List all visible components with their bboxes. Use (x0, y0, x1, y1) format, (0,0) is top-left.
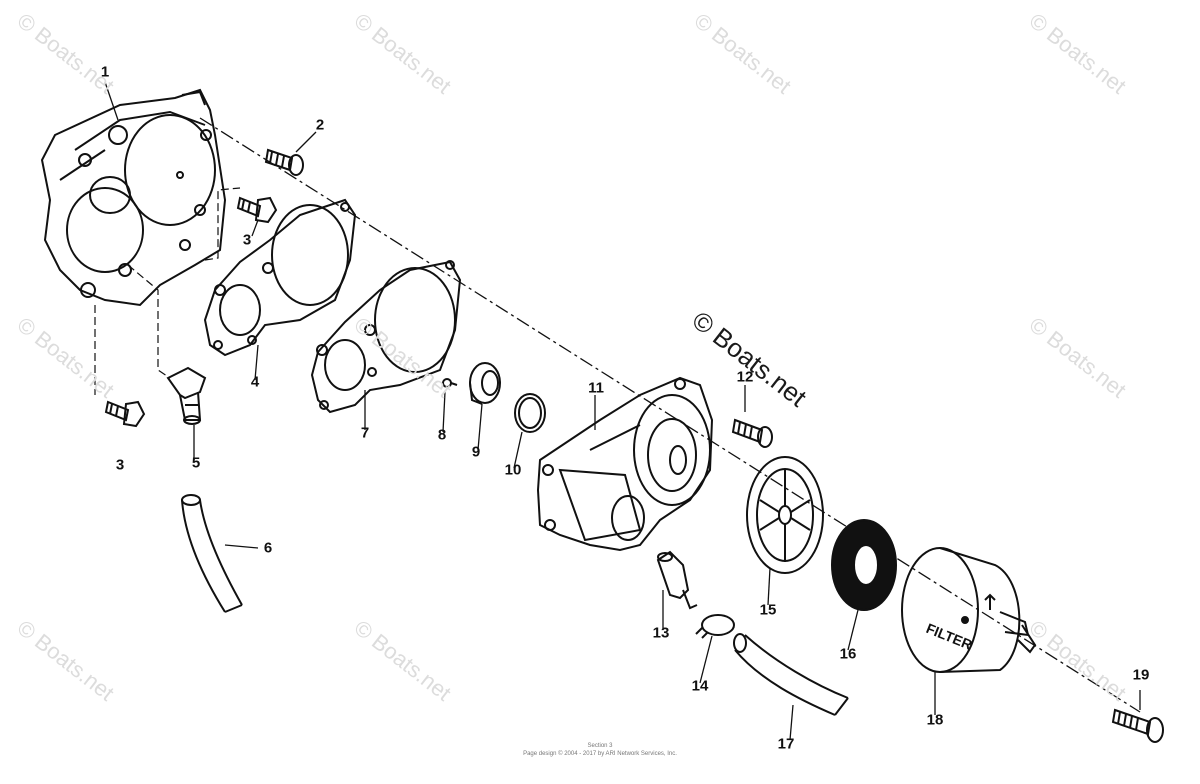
callout-3: 3 (242, 231, 252, 249)
callout-8: 8 (437, 426, 447, 444)
callout-7: 7 (360, 424, 370, 442)
callout-16: 16 (839, 645, 857, 663)
hose-part-6 (181, 494, 243, 613)
guide-line-3-top (204, 187, 241, 261)
callout-9: 9 (471, 443, 481, 461)
guide-line-5 (127, 264, 171, 379)
callout-3: 3 (115, 456, 125, 474)
callout-2: 2 (315, 116, 325, 134)
screw-part-3-upper (236, 196, 278, 224)
callout-14: 14 (691, 677, 709, 695)
callout-11: 11 (588, 379, 604, 397)
o-ring-part-10 (514, 393, 546, 433)
fitting-part-13 (656, 550, 698, 610)
callout-13: 13 (652, 624, 670, 642)
callout-17: 17 (777, 735, 795, 753)
screw-part-2 (264, 148, 304, 176)
footer-title: Section 3 (587, 743, 613, 749)
pump-housing-part-11 (536, 376, 714, 552)
small-screw-part-8 (442, 378, 458, 388)
callout-10: 10 (504, 461, 522, 479)
footer-copyright: Page design © 2004 - 2017 by ARI Network… (523, 751, 677, 757)
hose-clamp-part-14 (695, 614, 735, 639)
callout-19: 19 (1132, 666, 1150, 684)
gasket-part-4 (203, 198, 357, 357)
filter-part-18 (901, 547, 1037, 673)
screw-part-19 (1111, 708, 1164, 743)
screw-part-12 (731, 418, 773, 448)
callout-15: 15 (759, 601, 777, 619)
diaphragm-part-7 (310, 260, 462, 414)
assembly-axis-line (199, 117, 1141, 713)
hose-part-17 (733, 633, 849, 716)
callout-1: 1 (100, 63, 110, 81)
leader-lines (104, 81, 1141, 741)
impeller-plate-part-15 (746, 456, 824, 574)
pump-body-part-1 (40, 88, 227, 307)
check-valve-part-9 (469, 362, 501, 405)
gasket-ring-part-16 (831, 519, 897, 611)
callout-18: 18 (926, 711, 944, 729)
callout-4: 4 (250, 373, 260, 391)
elbow-fitting-part-5 (166, 366, 207, 425)
callout-5: 5 (191, 454, 201, 472)
callout-6: 6 (263, 539, 273, 557)
callout-12: 12 (736, 368, 754, 386)
screw-part-3-lower (104, 400, 146, 428)
